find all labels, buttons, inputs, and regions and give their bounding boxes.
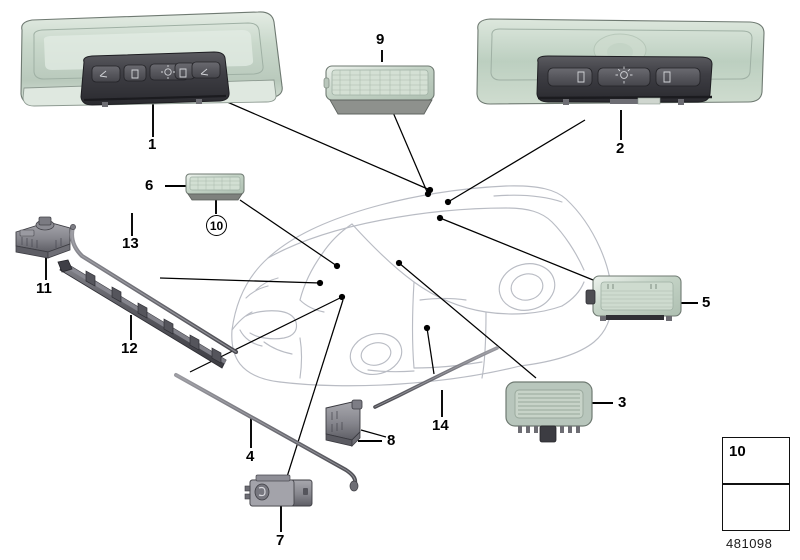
part-5-luggage-compartment-light [585,275,682,321]
part-4-fiber-optic-conductor-long [174,373,359,492]
part-2-mount-tabs [563,97,684,105]
part-9-lens-grid [332,70,428,95]
part-9-roof-lining-light [323,65,435,115]
part-3-lens-ribs [518,393,580,415]
callout-label-9: 9 [376,31,385,48]
callout-label-14: 14 [432,417,449,434]
callout-label-8: 8 [387,432,396,449]
part-8-light-connector-housing [325,399,363,447]
part-2-rear-interior-light [476,18,765,105]
legend-bulb-box [722,437,790,484]
part-11-pins [21,237,62,248]
part-14-fiber-optic-conductor-sill [373,346,499,409]
part-13-fiber-optic-conductor-door [69,224,239,355]
part-6-lens-grid [190,177,240,190]
part-5-mount-tabs [600,316,672,321]
part-12-mounting-clips [85,270,222,364]
callout-label-6: 6 [145,177,154,194]
part-5-lens-ribs [601,290,673,308]
part-11-light-module-control-unit [15,216,71,259]
callout-label-3: 3 [618,394,627,411]
part-7-door-entry-light-module [244,474,313,507]
part-2-switch-buttons [547,67,701,87]
legend-arrow-box [722,484,790,531]
callout-label-11: 11 [36,280,52,297]
callout-label-10: 10 [206,215,227,236]
part-12-ambient-light-strip [57,259,227,369]
part-1-mount-tabs [102,99,202,107]
callout-label-12: 12 [121,340,138,357]
callout-label-7: 7 [276,532,285,549]
diagram-id-number: 481098 [726,536,773,551]
part-2-button-icons [577,66,671,84]
part-1-button-icons [99,65,209,79]
legend-bulb-number: 10 [729,443,746,460]
part-3-reading-light-module [505,381,593,443]
callout-label-5: 5 [702,294,711,311]
part-5-contacts [607,284,657,289]
part-8-terminals [331,411,343,432]
part-6-glove-box-light [185,173,245,201]
part-1-front-interior-light [20,11,283,107]
callout-stems [45,50,698,532]
callout-label-1: 1 [148,136,157,153]
callout-label-4: 4 [246,448,255,465]
callout-label-2: 2 [616,140,625,157]
callout-label-13: 13 [122,235,139,252]
vehicle-ghost-outline [231,185,613,387]
part-3-mount-pins [518,426,580,433]
